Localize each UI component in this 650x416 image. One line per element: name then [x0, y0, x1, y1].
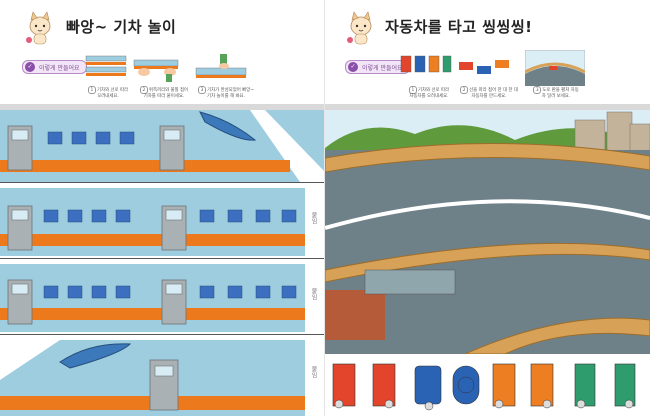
- glue-tab-label: 붙임: [310, 212, 317, 224]
- kitten-mascot-icon: [347, 11, 372, 45]
- kitten-mascot-icon: [26, 11, 51, 45]
- how-to-badge: ✓ 이렇게 만들어요: [345, 60, 410, 74]
- road-board-illustration: [325, 110, 650, 354]
- train-car-art-2: [0, 264, 325, 332]
- step-2-illustration: [459, 60, 509, 74]
- divider: [325, 104, 650, 110]
- step-2-illustration: [133, 59, 179, 82]
- divider: [0, 104, 325, 110]
- train-car-strip-1: 붙임: [0, 188, 325, 256]
- train-back-strip: 붙임: [0, 340, 325, 416]
- train-front-strip: [0, 110, 325, 182]
- page-title: 빠앙~ 기차 놀이: [66, 18, 177, 36]
- cut-line: [0, 182, 325, 183]
- cut-line: [0, 334, 325, 335]
- step-1-illustration: [85, 55, 127, 76]
- how-to-badge: ✓ 이렇게 만들어요: [22, 60, 87, 74]
- badge-label: 이렇게 만들어요: [362, 64, 403, 72]
- cut-line: [0, 258, 325, 259]
- glue-tab-label: 붙임: [310, 288, 317, 300]
- train-car-art-1: [0, 188, 325, 256]
- page-title: 자동차를 타고 씽씽씽!: [385, 18, 533, 36]
- glue-tab-label: 붙임: [310, 366, 317, 378]
- car-cutouts: [325, 356, 650, 416]
- step-3-illustration: [195, 54, 247, 78]
- train-front-art: [0, 110, 325, 182]
- step-3-illustration: [525, 50, 585, 86]
- badge-label: 이렇게 만들어요: [39, 64, 80, 72]
- train-car-strip-2: 붙임: [0, 264, 325, 332]
- train-back-art: [0, 340, 325, 416]
- badge-number: ✓: [25, 62, 35, 72]
- badge-number: ✓: [348, 62, 358, 72]
- step-1-illustration: [400, 55, 452, 73]
